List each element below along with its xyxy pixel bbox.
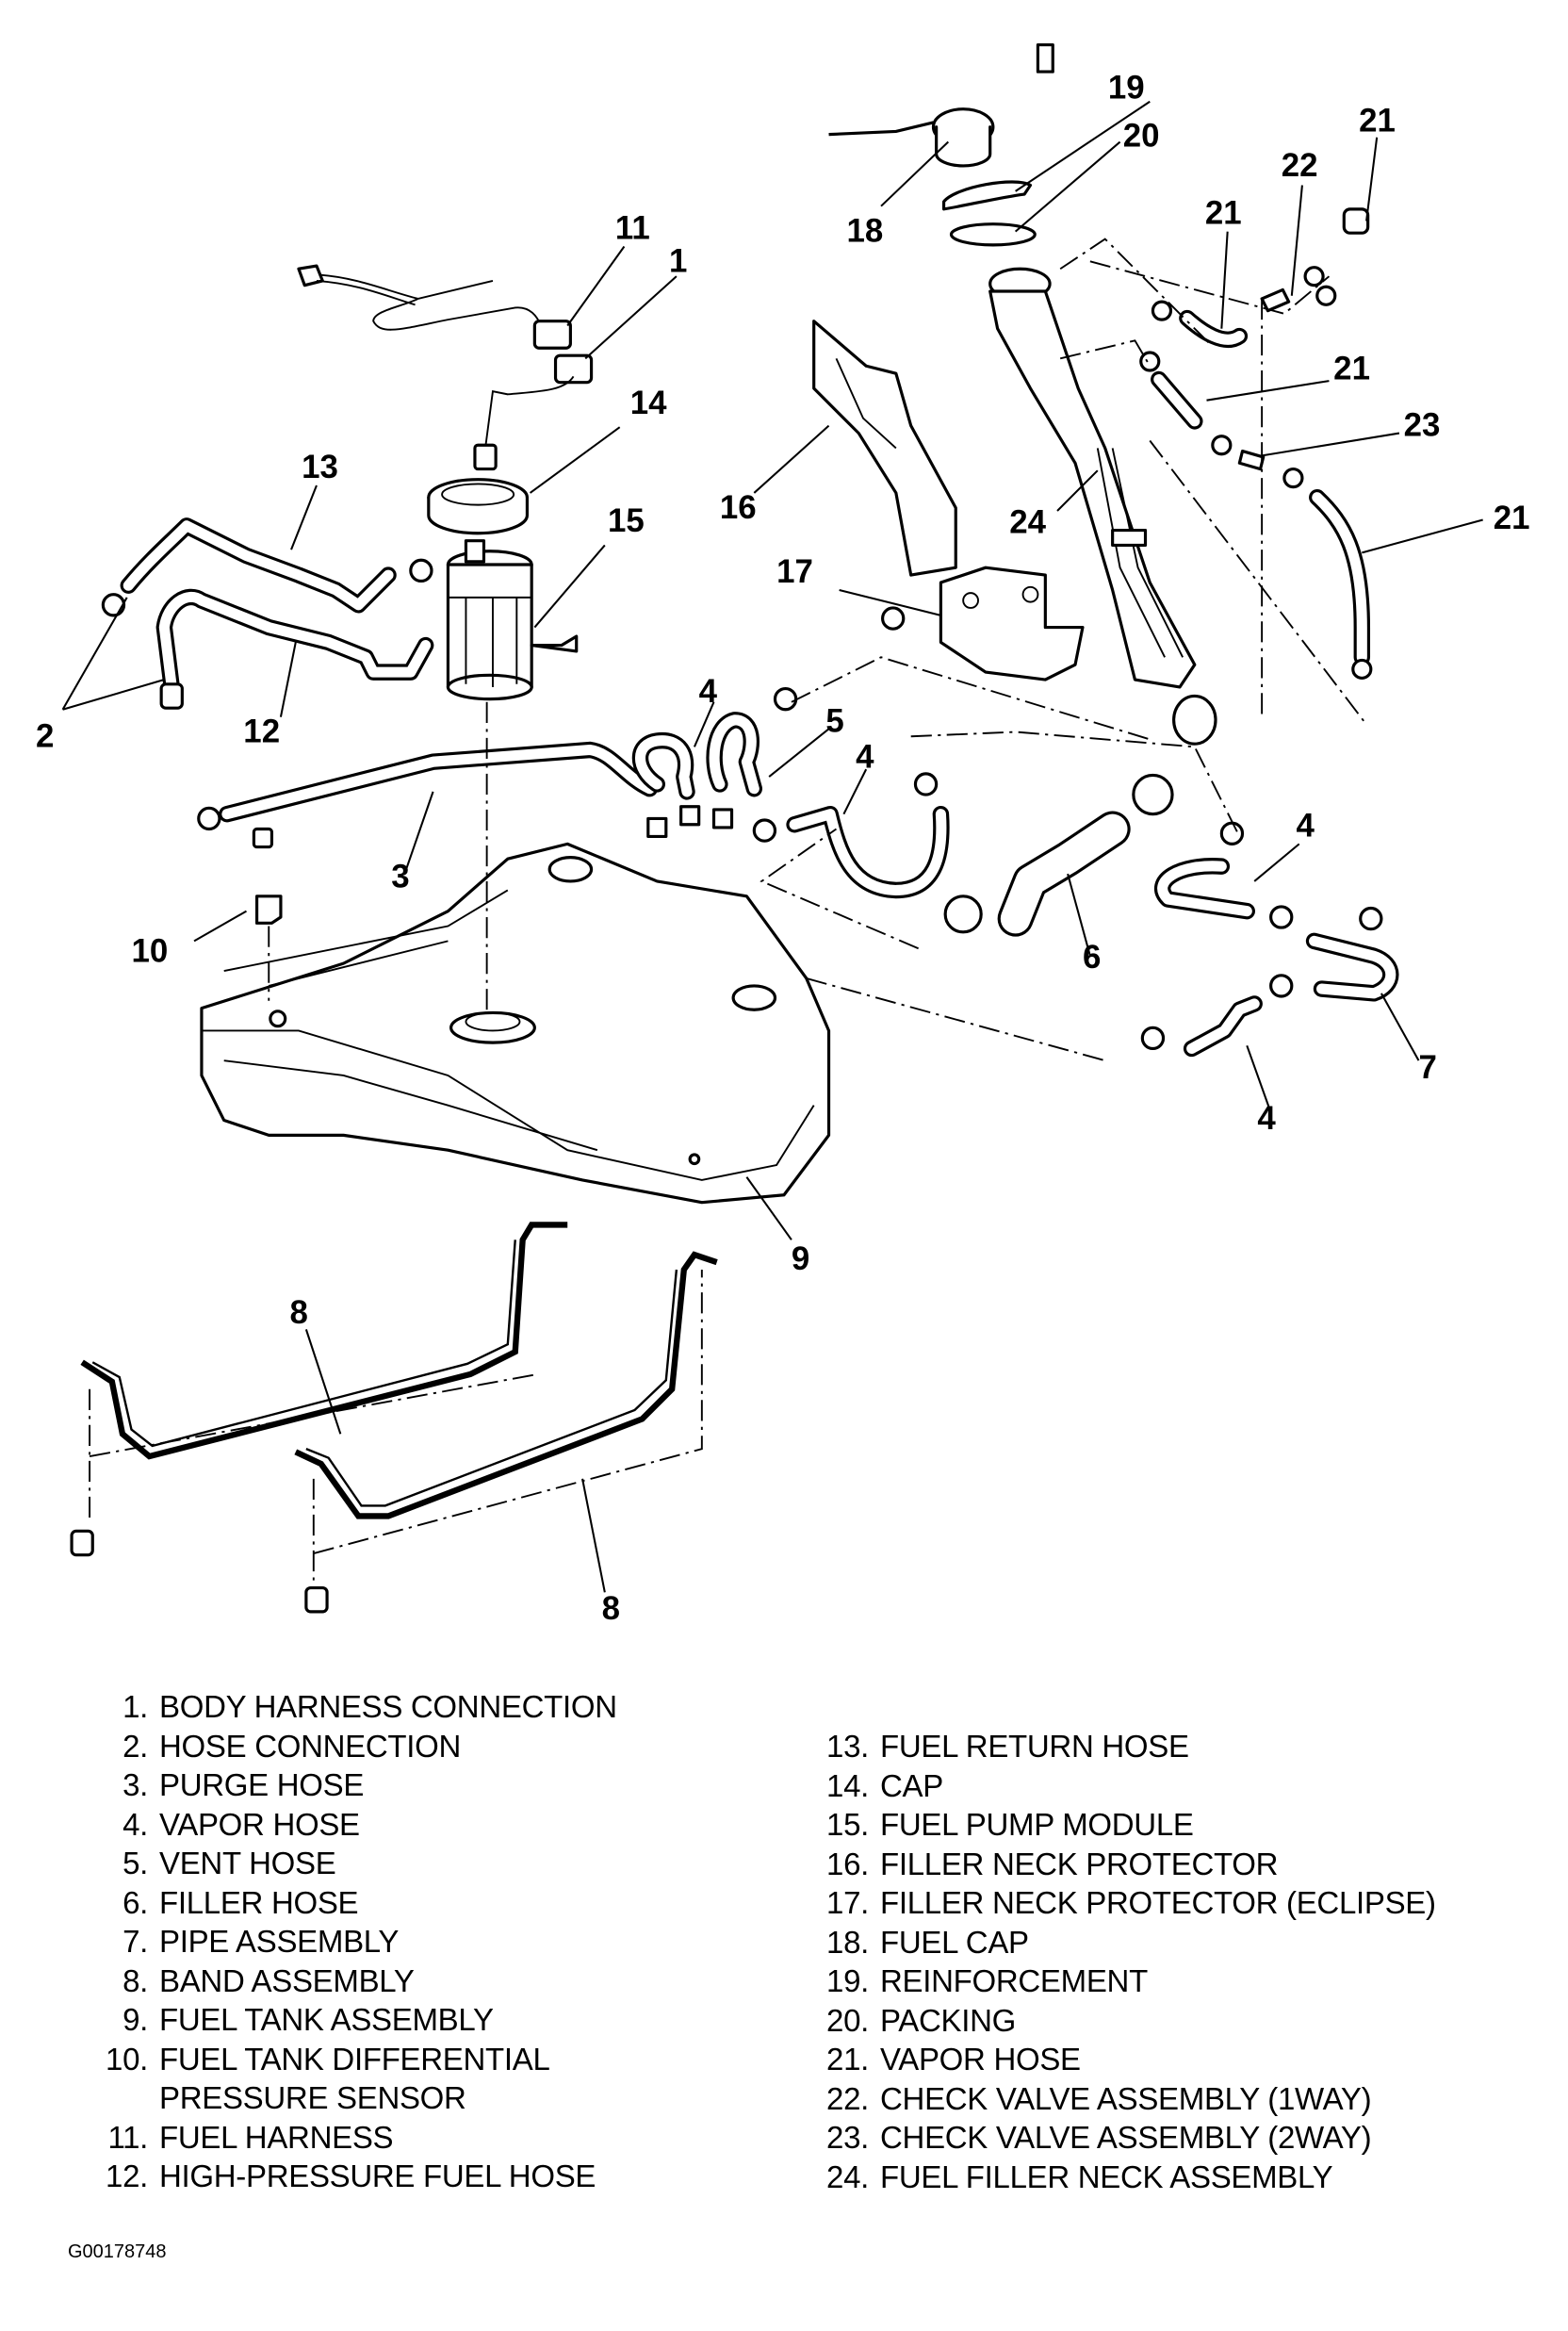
- fuel-return-hose-part: [120, 517, 397, 614]
- filler-neck-protector-part: [812, 320, 957, 577]
- legend-item-13: 13.FUEL RETURN HOSE: [826, 1729, 1189, 1764]
- legend-item-5: 5.VENT HOSE: [122, 1846, 336, 1880]
- reinforcement-part: [941, 180, 1033, 211]
- callout-16: 16: [720, 489, 757, 526]
- callout-20: 20: [1123, 117, 1160, 154]
- filler-neck-protector-eclipse-part: [881, 566, 1085, 681]
- packing-part: [949, 222, 1037, 247]
- pipe-assembly-part: [1305, 906, 1399, 1002]
- callout-21c: 21: [1333, 351, 1370, 387]
- callout-5: 5: [825, 703, 843, 740]
- callout-8b: 8: [602, 1590, 620, 1627]
- parts-legend-right: 13.FUEL RETURN HOSE 14.CAP 15.FUEL PUMP …: [820, 1727, 1536, 2196]
- check-valve-1way-part: [1260, 266, 1337, 313]
- callout-1: 1: [669, 242, 687, 279]
- purge-hose-part: [197, 741, 659, 831]
- legend-item-10: 10.FUEL TANK DIFFERENTIAL: [106, 2041, 550, 2077]
- callout-2: 2: [36, 717, 54, 754]
- callout-9: 9: [792, 1240, 809, 1277]
- callout-4c: 4: [1297, 807, 1315, 844]
- legend-item-23: 23.CHECK VALVE ASSEMBLY (2WAY): [826, 2120, 1372, 2155]
- callout-19: 19: [1108, 70, 1145, 107]
- legend-item-6: 6.FILLER HOSE: [122, 1884, 359, 1920]
- legend-item-12: 12.HIGH-PRESSURE FUEL HOSE: [106, 2159, 596, 2193]
- callout-21a: 21: [1359, 102, 1396, 139]
- cap-part: [427, 478, 530, 535]
- vapor-hose-21-part: [1139, 207, 1373, 681]
- legend-item-11: 11.FUEL HARNESS: [107, 2119, 394, 2155]
- legend-item-7: 7.PIPE ASSEMBLY: [122, 1924, 400, 1959]
- leader-lines: [61, 100, 1483, 1593]
- callout-21d: 21: [1494, 500, 1530, 536]
- fuel-harness-part: [297, 264, 594, 471]
- band-assembly-part: [70, 1222, 718, 1614]
- vent-hose-part: [631, 712, 763, 839]
- legend-item-9: 9.FUEL TANK ASSEMBLY: [122, 2002, 494, 2037]
- vapor-hose-right-part: [1140, 821, 1294, 1058]
- legend-item-21: 21.VAPOR HOSE: [826, 2042, 1081, 2077]
- legend-item-2: 2.HOSE CONNECTION: [122, 1728, 462, 1764]
- callout-13: 13: [302, 449, 338, 485]
- callout-4a: 4: [699, 673, 718, 710]
- callout-3: 3: [391, 858, 409, 895]
- legend-item-16: 16.FILLER NECK PROTECTOR: [826, 1846, 1279, 1881]
- legend-item-3: 3.PURGE HOSE: [122, 1767, 365, 1802]
- callout-8a: 8: [289, 1294, 307, 1331]
- assembly-lines: [89, 238, 1367, 1584]
- callout-17: 17: [776, 553, 813, 590]
- callout-23: 23: [1404, 407, 1441, 444]
- legend-item-4: 4.VAPOR HOSE: [122, 1806, 360, 1842]
- callout-21b: 21: [1205, 195, 1242, 232]
- fuel-filler-neck-part: [988, 267, 1217, 746]
- legend-item-22: 22.CHECK VALVE ASSEMBLY (1WAY): [826, 2080, 1372, 2116]
- callout-18: 18: [847, 213, 884, 250]
- callout-22: 22: [1282, 147, 1318, 184]
- exploded-parts-diagram: 11 1 14 13 15 16 17 2 12 4 5 4 3 10 6 4 …: [36, 42, 1530, 1627]
- callout-4d: 4: [1257, 1100, 1276, 1137]
- callout-12: 12: [243, 714, 280, 750]
- fuel-tank-part: [200, 842, 831, 1205]
- legend-item-20: 20.PACKING: [826, 2002, 1016, 2038]
- legend-item-14: 14.CAP: [826, 1767, 943, 1803]
- fuel-pump-module-part: [446, 539, 579, 701]
- pressure-sensor-part: [252, 827, 283, 925]
- check-valve-2way-part: [1211, 435, 1304, 489]
- legend-item-19: 19.REINFORCEMENT: [826, 1963, 1148, 1998]
- callout-7: 7: [1419, 1049, 1437, 1086]
- callout-labels: 11 1 14 13 15 16 17 2 12 4 5 4 3 10 6 4 …: [36, 70, 1530, 1627]
- legend-item-17: 17.FILLER NECK PROTECTOR (ECLIPSE): [826, 1885, 1436, 1920]
- callout-10: 10: [131, 933, 168, 970]
- fuel-cap-part: [828, 42, 1054, 168]
- callout-4b: 4: [856, 739, 874, 776]
- legend-item-10-continued: PRESSURE SENSOR: [159, 2080, 466, 2115]
- parts-legend-left: 1.BODY HARNESS CONNECTION 2.HOSE CONNECT…: [99, 1687, 777, 2196]
- callout-24: 24: [1009, 504, 1046, 541]
- legend-item-15: 15.FUEL PUMP MODULE: [826, 1807, 1194, 1842]
- filler-hose-part: [943, 773, 1174, 937]
- callout-6: 6: [1083, 939, 1101, 976]
- callout-15: 15: [608, 502, 645, 539]
- callout-14: 14: [630, 385, 667, 421]
- legend-item-8: 8.BAND ASSEMBLY: [122, 1962, 415, 1998]
- callout-11: 11: [615, 210, 650, 247]
- legend-item-24: 24.FUEL FILLER NECK ASSEMBLY: [826, 2159, 1333, 2194]
- legend-item-1: 1.BODY HARNESS CONNECTION: [122, 1689, 617, 1724]
- figure-id: G00178748: [68, 2241, 167, 2262]
- vapor-hose-part: [752, 686, 950, 899]
- legend-item-18: 18.FUEL CAP: [826, 1924, 1029, 1960]
